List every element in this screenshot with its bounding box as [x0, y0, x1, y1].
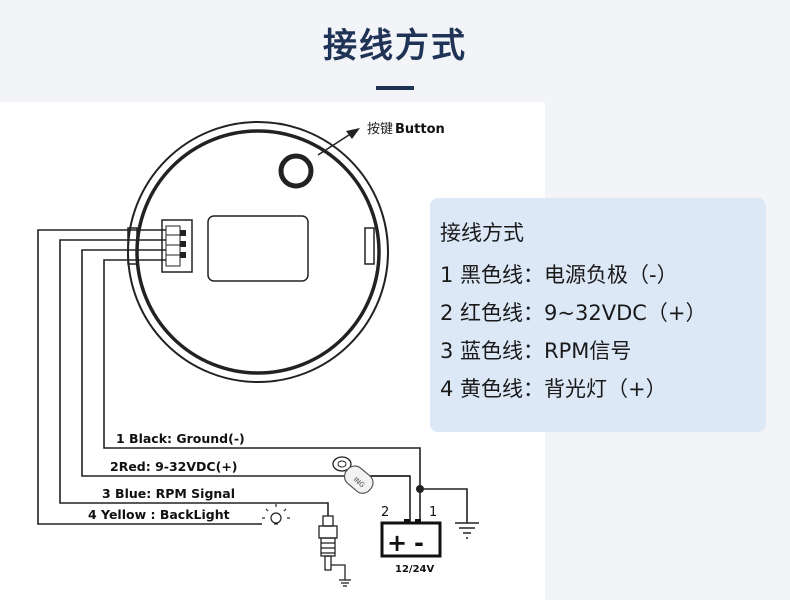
- battery-icon: [380, 519, 442, 558]
- ground-wire: [420, 488, 468, 523]
- title-underline: [376, 86, 414, 90]
- button-label-cn: 按键: [367, 122, 393, 137]
- wire-label-blue: 3 Blue: RPM Signal: [102, 486, 235, 501]
- junction-dot: [416, 485, 424, 493]
- ground-icon: [455, 522, 479, 539]
- wiring-info-box: 接线方式 1 黑色线：电源负极（-） 2 红色线：9~32VDC（+） 3 蓝色…: [430, 198, 766, 432]
- wire-label-yellow: 4 Yellow : BackLight: [88, 507, 230, 522]
- wire-label-black: 1 Black: Ground(-): [116, 431, 245, 446]
- battery-terminal-1: 1: [429, 505, 437, 520]
- sensor-icon: [318, 515, 351, 587]
- wire-blue: [59, 239, 329, 516]
- arrow-icon: [317, 128, 360, 156]
- battery-minus: -: [414, 529, 424, 557]
- battery-terminal-2: 2: [381, 505, 389, 520]
- battery-voltage: 12/24V: [395, 564, 434, 575]
- info-line-yellow: 4 黄色线：背光灯（+）: [440, 377, 667, 401]
- info-line-black: 1 黑色线：电源负极（-）: [440, 263, 678, 287]
- page-title: 接线方式: [323, 26, 467, 66]
- connector-icon: [161, 219, 193, 273]
- gauge-icon: [127, 121, 389, 383]
- lamp-icon: [262, 504, 290, 525]
- battery-plus: +: [387, 529, 407, 557]
- wire-black: [103, 259, 421, 523]
- info-title: 接线方式: [440, 221, 524, 245]
- wire-label-red: 2Red: 9-32VDC(+): [110, 459, 238, 474]
- wire-red: [81, 249, 411, 523]
- gauge-button: [278, 153, 314, 189]
- button-label-en: Button: [395, 122, 445, 137]
- info-line-blue: 3 蓝色线：RPM信号: [440, 339, 632, 363]
- ignition-icon: ING: [332, 456, 374, 494]
- wire-yellow: [37, 229, 262, 525]
- info-line-red: 2 红色线：9~32VDC（+）: [440, 301, 707, 325]
